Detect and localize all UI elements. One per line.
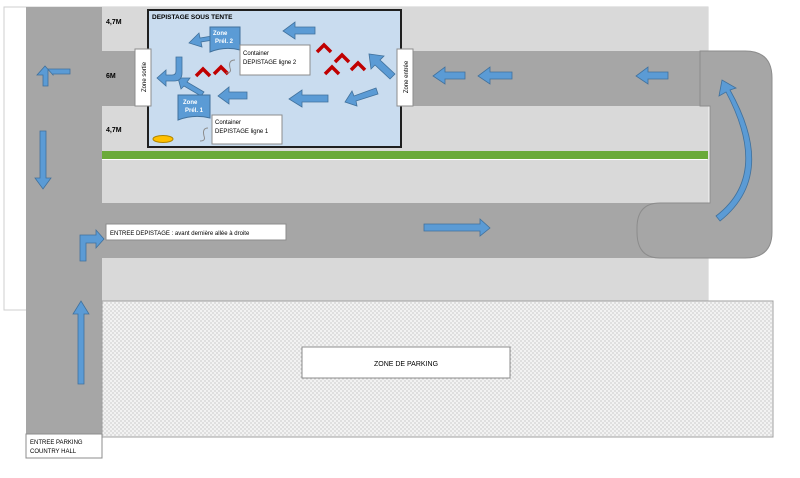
arrow-left-icon <box>282 21 316 40</box>
chevrons <box>194 42 367 78</box>
arrow-up-icon <box>72 300 90 385</box>
zone-prel-2-line1: Zone <box>213 31 228 37</box>
parking-label-box <box>301 346 511 379</box>
entry-zone-panel <box>396 48 414 107</box>
container-line-2 <box>239 44 311 76</box>
arrow-left-icon <box>635 66 669 85</box>
parking-entrance-line2: COUNTRY HALL <box>30 449 77 455</box>
chevron-icon <box>194 66 212 78</box>
container-line-1-label1: Container <box>215 120 241 126</box>
zone-prel-1-line1: Zone <box>183 100 198 106</box>
arrow-down-icon <box>34 130 52 190</box>
zone-prel-2-line2: Prél. 2 <box>215 39 234 45</box>
entry-zone-label: Zone entrée <box>404 60 410 93</box>
arrow-left-icon <box>432 66 466 85</box>
zone-prel-1-flag <box>177 94 211 121</box>
lane-last <box>102 258 708 301</box>
lane-width-bottom: 4,7M <box>106 127 122 134</box>
lane-width-middle: 6M <box>106 73 116 80</box>
container-connector <box>199 127 209 142</box>
arrow-left-icon <box>477 66 513 85</box>
arrow-down-left-icon <box>344 87 379 107</box>
lane-lower <box>102 160 708 203</box>
tent-title: DEPISTAGE SOUS TENTE <box>152 14 233 21</box>
parking-entrance-box <box>25 433 103 459</box>
chevron-icon <box>323 64 341 76</box>
arrow-bend-top-left-icon <box>36 65 71 87</box>
container-connector <box>225 59 236 74</box>
chevron-icon <box>212 64 230 76</box>
zone-prel-1-line2: Prél. 1 <box>185 108 204 114</box>
parking-zone-label: ZONE DE PARKING <box>374 361 438 368</box>
chevron-icon <box>349 60 367 72</box>
entrance-note: ENTREE DEPISTAGE : avant dernière allée … <box>110 231 250 237</box>
arrow-up-left-icon <box>177 77 205 97</box>
chevron-icon <box>315 42 333 54</box>
container-line-2-label1: Container <box>243 51 269 57</box>
container-line-1 <box>211 114 283 145</box>
arrow-left-icon <box>288 89 329 108</box>
arrow-curved-loop-icon <box>715 79 753 222</box>
traffic-arrows <box>34 21 753 385</box>
container-line-1-label2: DEPISTAGE ligne 1 <box>215 129 269 135</box>
green-strip <box>102 151 708 159</box>
road-access-vertical <box>26 7 102 435</box>
turnaround-loop <box>636 50 773 259</box>
entrance-note-box <box>105 223 287 241</box>
arrow-up-left-icon <box>368 53 396 80</box>
arrow-uturn-icon <box>156 56 183 87</box>
lane-width-top: 4,7M <box>106 19 122 26</box>
exit-zone-label: Zone sortie <box>142 61 148 92</box>
arrow-left-icon <box>217 86 248 105</box>
parking-entrance-line1: ENTREE PARKING <box>30 440 83 446</box>
chevron-icon <box>333 52 351 64</box>
container-line-2-label2: DEPISTAGE ligne 2 <box>243 60 297 66</box>
yellow-marker <box>152 135 174 143</box>
arrow-right-icon <box>423 218 491 237</box>
exit-zone-panel <box>134 48 152 107</box>
arrow-bend-right-icon <box>79 228 105 262</box>
